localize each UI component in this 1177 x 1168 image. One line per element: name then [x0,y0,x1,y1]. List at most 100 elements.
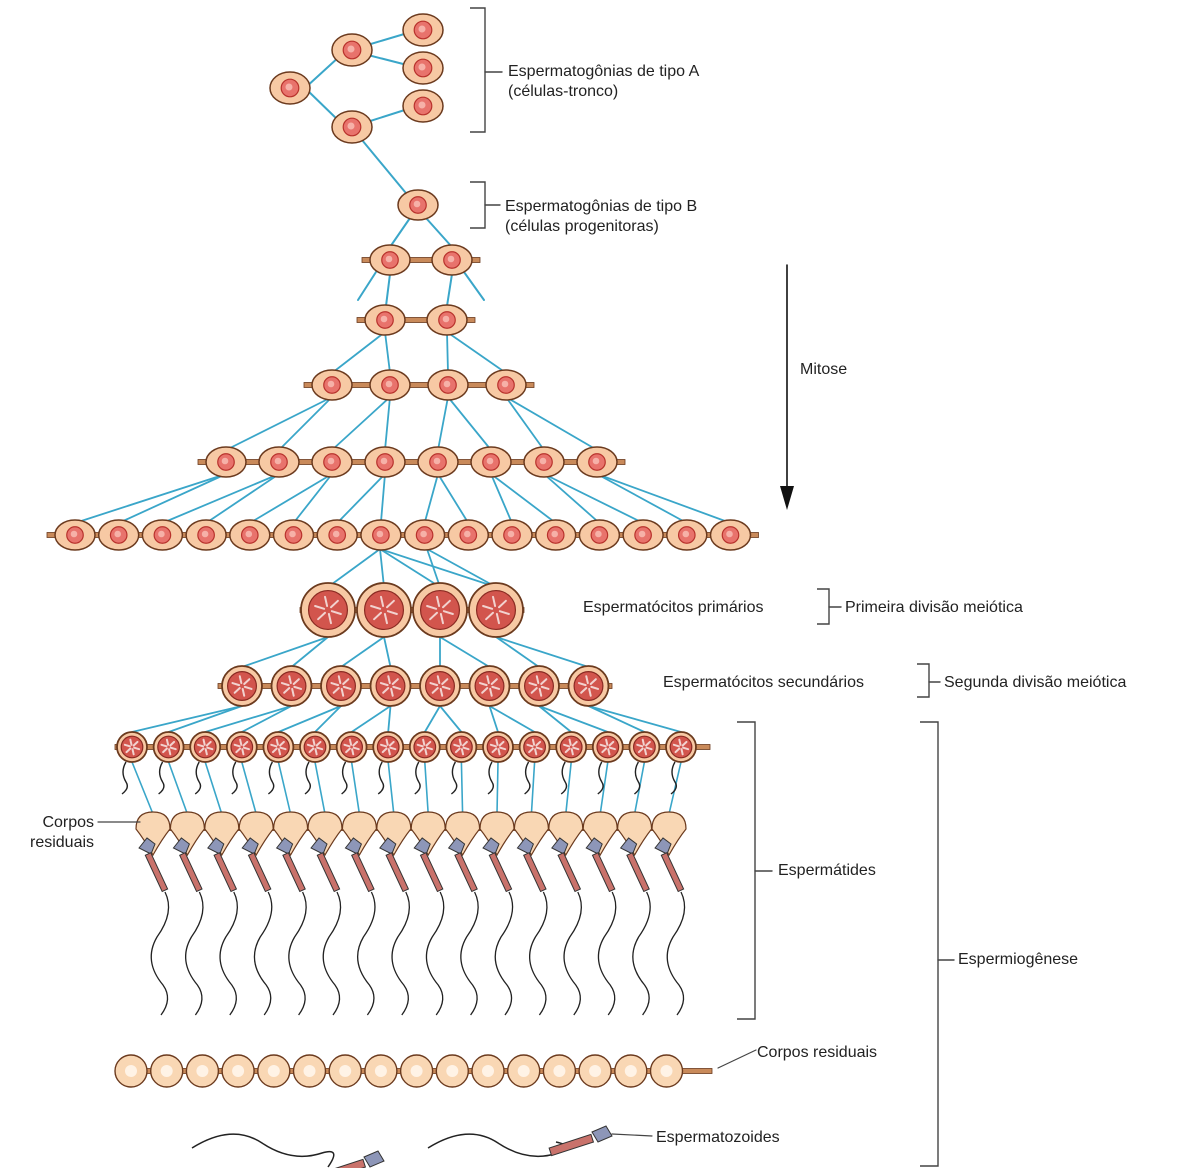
chromosome [528,747,534,754]
spermatogonium [141,519,184,551]
chromosome [330,682,340,687]
chromosome [462,746,470,751]
type-a-spermatogonium [331,33,373,67]
spermatogonium [272,519,315,551]
nucleolus [347,45,355,53]
meiosis-link [327,548,381,588]
meiosis-link [290,636,329,668]
spermatogonium [97,519,140,551]
chromosome [568,738,572,746]
early-spermatid [518,731,551,763]
spermatid-midpiece [282,852,306,893]
spermatid-link [460,761,464,815]
chromosome [490,678,498,685]
nucleolus [70,530,78,538]
nucleus [523,670,554,701]
spermatogonium [229,519,271,551]
chromosome [643,748,648,756]
nucleolus [595,530,602,538]
spermatogonium [360,519,402,551]
spermatogonium [576,446,618,478]
nucleus [450,735,473,759]
residual-cytoplasm [444,811,481,857]
nucleus [425,670,456,701]
spermatid-midpiece [523,852,547,893]
cytoplasmic-bridge [361,257,481,263]
flagellum-bud [414,761,421,795]
chromosome [454,747,461,754]
spermiogenesis-bracket [920,721,939,1167]
spermatogonium [709,519,752,551]
second-meiotic-division-label: Segunda divisão meiótica [944,674,1127,691]
spermatogonium [403,519,446,551]
chromosome [481,687,489,694]
meiosis-link [379,548,385,588]
secondary-spermatocyte [419,665,461,707]
residual-body-core [660,1065,673,1077]
spermatid-midpiece [351,852,375,893]
spermatozoa-label: Espermatozoides [656,1129,780,1146]
chromosome [342,685,352,690]
nucleolus [442,315,450,323]
chromosome [678,738,682,746]
chromosome [330,610,342,615]
mitosis-link [357,271,377,301]
flagellum-bud [450,761,458,795]
chromosome [169,746,177,751]
nucleus [375,670,406,701]
chromosome [426,605,438,610]
chromosome [605,738,609,746]
residual-bodies-left-line1: Corpos [42,814,95,831]
chromosome [383,612,388,625]
chromosome [239,738,243,746]
sperm-midpiece [320,1158,367,1168]
mitosis-link [543,473,601,524]
meiosis-link [587,705,646,733]
chromosome [291,687,295,697]
chromosome [572,746,580,751]
chromosome [277,748,282,756]
nucleus [326,670,357,701]
type-a-spermatogonia-label: Espermatogônias de tipo A (células-tronc… [508,62,699,102]
meiosis-link [426,548,497,588]
residual-cytoplasm [341,811,378,857]
chromosome [169,740,176,747]
mitosis-link [596,473,732,524]
chromosome [462,740,468,747]
chromosome [453,743,461,748]
chromosome [306,743,314,748]
type-a-link [304,87,341,123]
nucleolus [327,457,335,465]
chromosome [198,747,205,754]
chromosome [495,612,500,625]
residual-body-core [339,1065,352,1077]
chromosome [429,682,439,687]
chromosome [489,687,493,697]
early-spermatid [591,731,624,763]
mitosis-link [384,396,391,451]
chromosome [270,743,278,748]
primary-bracket [817,588,830,625]
residual-body-core [446,1065,459,1077]
flagellum-bud [267,761,275,795]
chromosome [491,747,498,754]
cytoplasmic-bridge [299,607,525,613]
chromosome [337,675,342,685]
chromosome [342,678,350,685]
chromosome [441,599,451,609]
chromosome [206,746,214,751]
mitosis-link [425,217,453,248]
chromosome [382,687,390,694]
cytoplasmic-bridge [356,317,476,323]
chromosome [293,685,303,690]
nucleus [303,735,327,759]
chromosome [540,685,550,690]
chromosome [491,685,501,690]
spermatid-midpiece [488,852,513,893]
chromosome [429,611,439,621]
spermatogonium [578,519,621,551]
nucleus [157,735,181,759]
flagellum-bud [341,761,348,795]
early-spermatid [225,731,258,763]
chromosome [424,748,428,756]
